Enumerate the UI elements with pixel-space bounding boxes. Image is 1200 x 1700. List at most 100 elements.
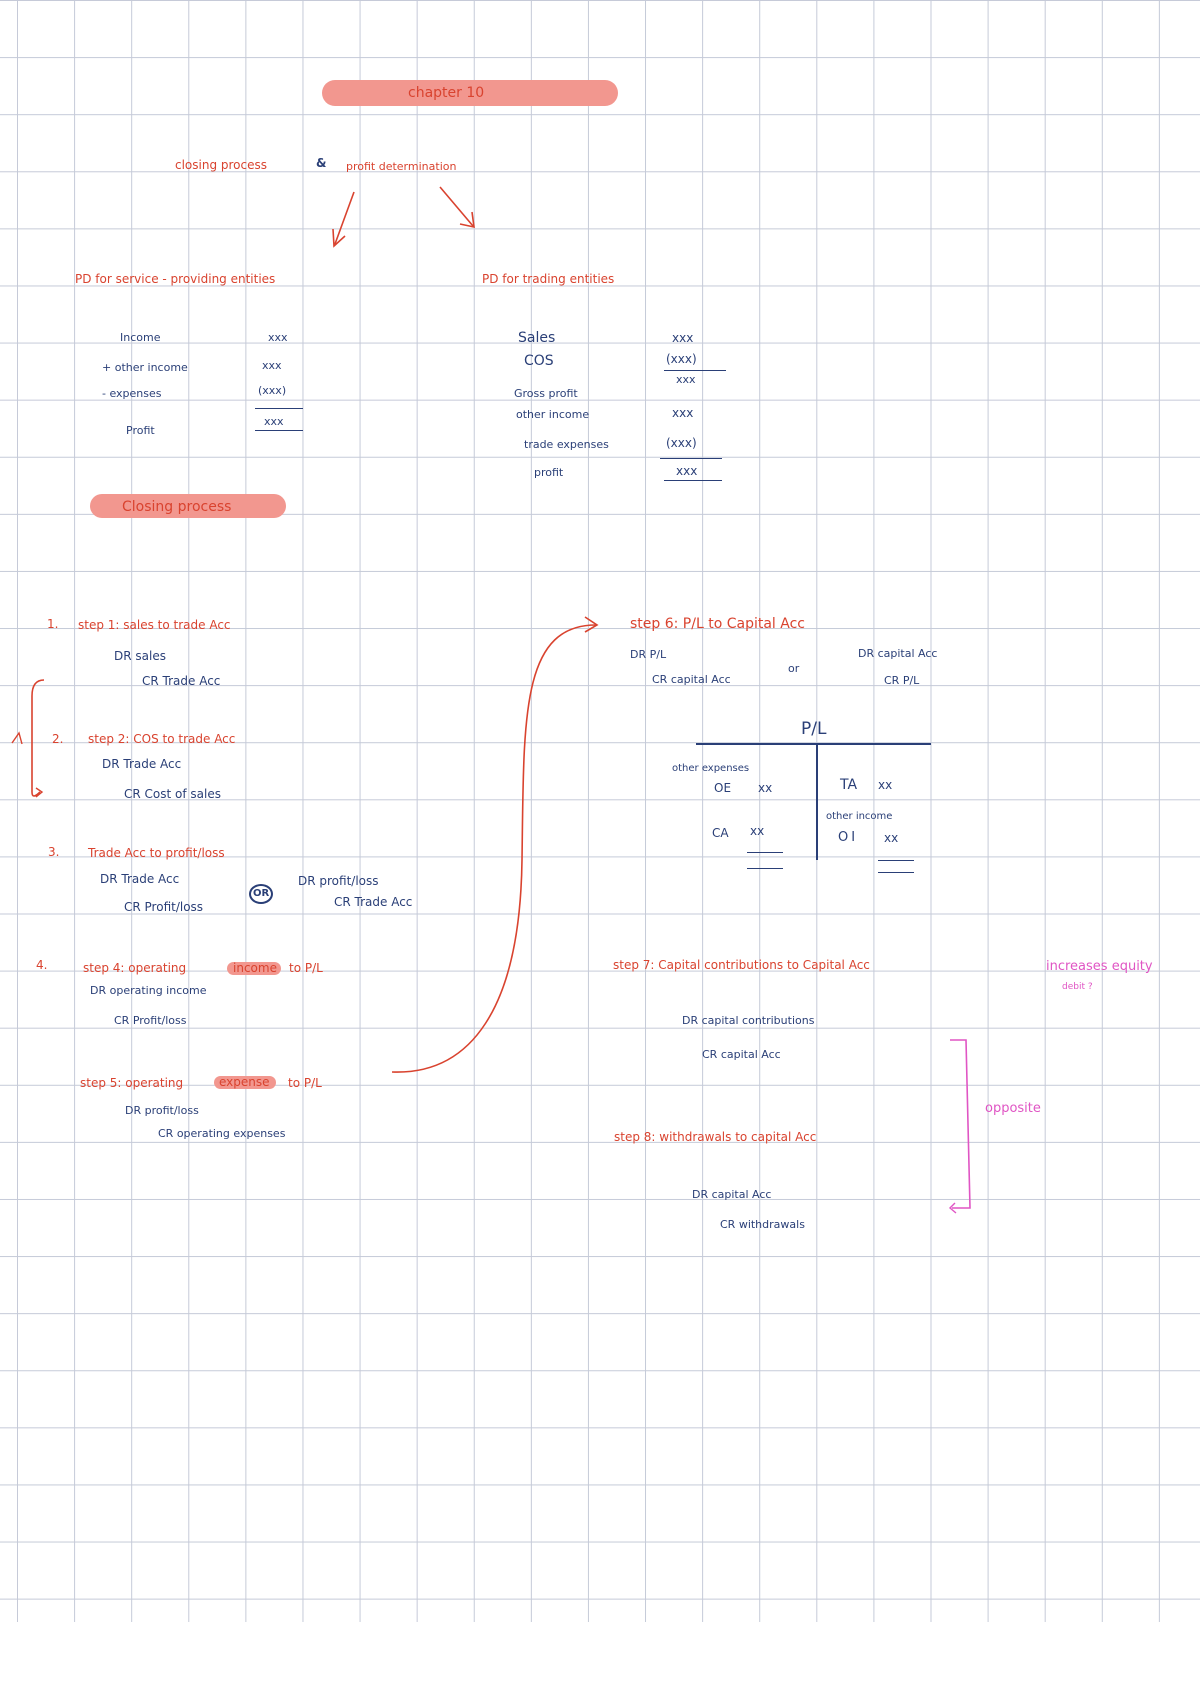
step2-number: 2. <box>52 732 64 746</box>
trading-profit-value: xxx <box>676 464 698 478</box>
step3-dr2: DR profit/loss <box>298 874 379 888</box>
step5-to-step6-arrowhead <box>584 616 599 633</box>
pl-oe-label: OE <box>714 781 732 795</box>
opposite-bracket <box>950 1039 971 1209</box>
income-highlight <box>227 962 281 975</box>
pl-debit-total-line-1 <box>747 852 783 853</box>
pl-other-income-label: other income <box>826 811 893 822</box>
step7-title: step 7: Capital contributions to Capital… <box>613 958 870 972</box>
or-circle <box>249 884 273 904</box>
trading-trade-expenses-value: (xxx) <box>666 436 697 450</box>
trading-cos-label: COS <box>524 353 554 369</box>
step5-dr: DR profit/loss <box>125 1104 199 1117</box>
step4-number: 4. <box>36 958 48 972</box>
pl-debit-total-line-2 <box>747 868 783 869</box>
trading-cos-line <box>664 370 726 371</box>
service-total-line <box>255 430 303 431</box>
step2-cr: CR Cost of sales <box>124 787 221 801</box>
step3-cr: CR Profit/loss <box>124 900 204 914</box>
step4-title-b: to P/L <box>289 961 323 975</box>
step8-cr: CR withdrawals <box>720 1218 805 1231</box>
step4-title-highlight: income <box>233 961 277 975</box>
debit-note: debit ? <box>1062 982 1093 992</box>
pl-other-expenses-label: other expenses <box>672 763 750 774</box>
step1-dr: DR sales <box>114 649 166 663</box>
step7-dr: DR capital contributions <box>682 1014 815 1027</box>
service-profit-label: Profit <box>126 424 155 437</box>
service-income-value: xxx <box>268 331 288 344</box>
step8-dr: DR capital Acc <box>692 1188 772 1201</box>
pl-ca-label: CA <box>712 826 729 840</box>
step6-title: step 6: P/L to Capital Acc <box>630 616 805 632</box>
step1-number: 1. <box>47 617 59 631</box>
step5-title-highlight: expense <box>219 1075 270 1089</box>
trading-sales-value: xxx <box>672 331 694 345</box>
pl-ta-label: TA <box>840 777 858 793</box>
step5-cr: CR operating expenses <box>158 1127 286 1140</box>
trading-trade-expenses-label: trade expenses <box>524 438 609 451</box>
service-other-income-label: + other income <box>102 361 188 374</box>
step2-title: step 2: COS to trade Acc <box>88 732 236 746</box>
service-subtotal-line <box>255 408 303 409</box>
pl-ta-value: xx <box>878 778 893 792</box>
left-split-arrowhead <box>332 228 346 248</box>
step5-to-step6-arrow <box>391 624 597 1073</box>
step4-dr: DR operating income <box>90 984 207 997</box>
pl-credit-total-line-2 <box>878 872 914 873</box>
pl-ca-value: xx <box>750 824 765 838</box>
trading-profit-label: profit <box>534 466 564 479</box>
closing-process-highlight <box>90 494 286 518</box>
chapter-highlight <box>322 80 618 106</box>
step6-cr2: CR P/L <box>884 674 920 687</box>
chapter-title: chapter 10 <box>408 85 485 101</box>
service-expenses-label: - expenses <box>102 387 162 400</box>
trading-total-line <box>664 480 722 481</box>
step1-cr: CR Trade Acc <box>142 674 221 688</box>
pl-oi-value: xx <box>884 831 899 845</box>
service-other-income-value: xxx <box>262 359 282 372</box>
right-split-arrow <box>439 186 474 227</box>
step1-title: step 1: sales to trade Acc <box>78 618 231 632</box>
trading-sales-label: Sales <box>518 330 556 346</box>
step6-cr: CR capital Acc <box>652 673 731 686</box>
step6-dr2: DR capital Acc <box>858 647 938 660</box>
service-profit-value: xxx <box>264 415 284 428</box>
opposite-bracket-arrowhead <box>948 1202 957 1214</box>
pd-trading-heading: PD for trading entities <box>482 272 615 286</box>
closing-process-title: Closing process <box>122 499 232 515</box>
steps-bracket <box>31 679 45 797</box>
trading-other-income-value: xxx <box>672 406 694 420</box>
step3-number: 3. <box>48 845 60 859</box>
increases-equity-note: increases equity <box>1046 959 1153 974</box>
service-expenses-value: (xxx) <box>258 384 287 397</box>
step3-cr2: CR Trade Acc <box>334 895 413 909</box>
closing-process-heading: closing process <box>175 158 268 172</box>
profit-determination-heading: profit determination <box>346 160 457 173</box>
step3-title: Trade Acc to profit/loss <box>88 846 225 860</box>
step4-title-a: step 4: operating <box>83 961 187 975</box>
step8-title: step 8: withdrawals to capital Acc <box>614 1130 817 1144</box>
pl-account-title: P/L <box>801 719 827 739</box>
bracket-scribble <box>11 731 23 745</box>
step3-dr: DR Trade Acc <box>100 872 180 886</box>
trading-gp-value: xxx <box>676 373 696 386</box>
pd-service-heading: PD for service - providing entities <box>75 272 276 286</box>
step4-cr: CR Profit/loss <box>114 1014 187 1027</box>
step5-title-a: step 5: operating <box>80 1076 184 1090</box>
step6-or: or <box>788 662 800 675</box>
step3-or: OR <box>253 888 270 899</box>
trading-cos-value: (xxx) <box>666 352 697 366</box>
step5-title-b: to P/L <box>288 1076 322 1090</box>
pl-oe-value: xx <box>758 781 773 795</box>
pl-account-top-line <box>696 743 931 745</box>
pl-credit-total-line-1 <box>878 860 914 861</box>
step2-dr: DR Trade Acc <box>102 757 182 771</box>
step7-cr: CR capital Acc <box>702 1048 781 1061</box>
right-split-arrowhead <box>459 211 475 229</box>
pl-account-divider <box>816 744 818 860</box>
left-split-arrow <box>334 191 355 245</box>
trading-subtotal-line <box>660 458 722 459</box>
opposite-note: opposite <box>985 1101 1041 1116</box>
